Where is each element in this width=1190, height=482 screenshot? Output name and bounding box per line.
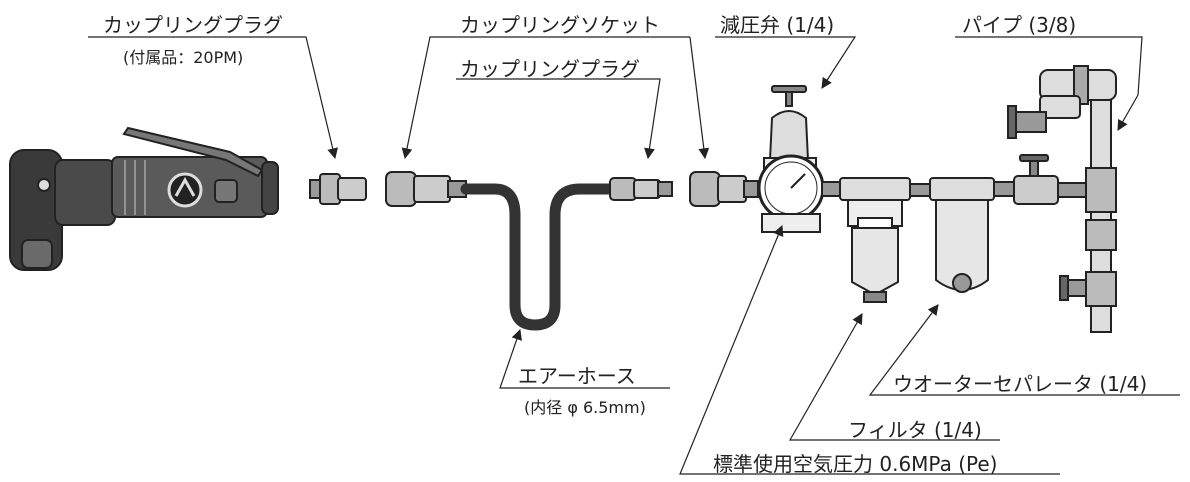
label-coupling-socket: カップリングソケット bbox=[460, 13, 660, 37]
label-filter: フィルタ (1/4) bbox=[848, 418, 982, 442]
label-water-separator: ウオーターセパレータ (1/4) bbox=[893, 372, 1148, 396]
leader-lines bbox=[88, 36, 1180, 475]
pressure-reducing-valve-icon bbox=[757, 85, 841, 233]
filter-icon bbox=[839, 177, 933, 303]
piping-icon bbox=[1007, 65, 1117, 333]
coupling-plug-hose-end-icon bbox=[609, 177, 673, 201]
coupling-socket-icon bbox=[385, 171, 467, 207]
label-coupling-plug-note: (付属品：20PM) bbox=[123, 48, 244, 67]
label-standard-pressure: 標準使用空気圧力 0.6MPa (Pe) bbox=[713, 452, 998, 476]
coupling-socket-regulator-icon bbox=[689, 171, 759, 207]
label-air-hose-note: (内径 φ 6.5mm) bbox=[524, 398, 646, 417]
label-reducing-valve: 減圧弁 (1/4) bbox=[720, 13, 835, 37]
label-air-hose: エアーホース bbox=[518, 364, 636, 388]
air-drill-icon bbox=[9, 126, 279, 271]
air-hose-icon bbox=[460, 183, 618, 331]
label-pipe: パイプ (3/8) bbox=[962, 13, 1077, 37]
label-coupling-plug: カップリングプラグ bbox=[103, 13, 283, 37]
coupling-plug-icon bbox=[309, 173, 367, 205]
water-separator-icon bbox=[929, 177, 1015, 293]
label-coupling-plug-hose: カップリングプラグ bbox=[460, 57, 640, 81]
